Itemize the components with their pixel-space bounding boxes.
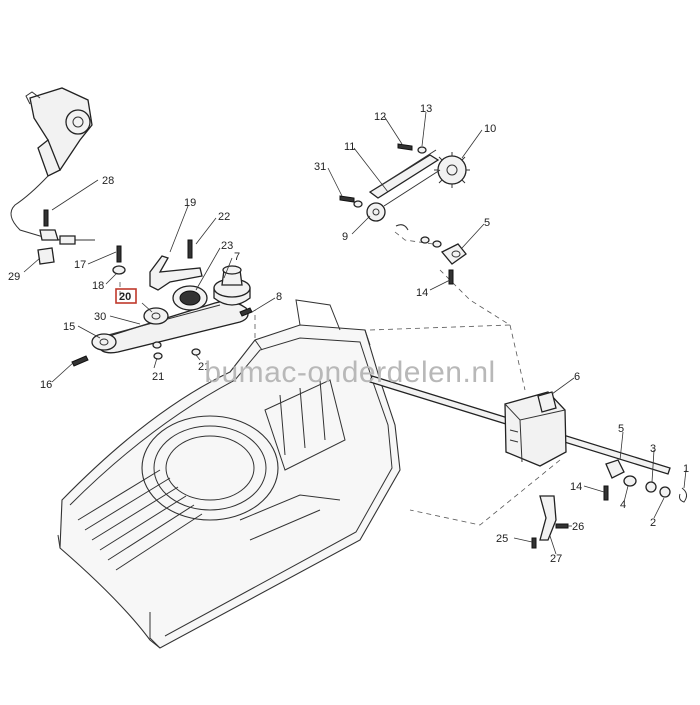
bolt-31: [339, 195, 355, 203]
label-20: 20: [119, 291, 131, 303]
label-14-upper: 14: [416, 287, 428, 299]
spacer-18: [112, 265, 126, 275]
label-29: 29: [8, 271, 20, 283]
part-labels: 28 29 19 22 23 7 8 17 18 20 30 15 16 21 …: [8, 103, 689, 565]
washers-21: [152, 341, 201, 360]
label-31: 31: [314, 161, 326, 173]
washer-4: [623, 475, 637, 487]
label-10: 10: [484, 123, 496, 135]
leader-lines: [23, 111, 687, 555]
label-1: 1: [683, 463, 689, 475]
bolt-12: [397, 143, 413, 151]
tension-arm-19: [149, 255, 203, 291]
label-3: 3: [650, 443, 656, 455]
label-21-left: 21: [152, 371, 164, 383]
label-25: 25: [496, 533, 508, 545]
drive-cable: [10, 175, 95, 245]
label-2: 2: [650, 517, 656, 529]
label-27: 27: [550, 553, 562, 565]
screw-16: [71, 355, 89, 367]
mower-deck: [57, 299, 401, 649]
pulley-20: [143, 307, 169, 325]
label-26: 26: [572, 521, 584, 533]
label-4: 4: [620, 499, 626, 511]
bolt-22: [187, 239, 193, 259]
screw-25: [531, 537, 537, 549]
label-7: 7: [234, 251, 240, 263]
gear-pulley-23: [172, 285, 208, 311]
label-5-lower: 5: [618, 423, 624, 435]
bolt-28: [43, 209, 49, 227]
label-21-right: 21: [198, 361, 210, 373]
bushing-5-upper: [440, 243, 467, 265]
label-19: 19: [184, 197, 196, 209]
bracket-27: [539, 495, 557, 541]
label-17: 17: [74, 259, 86, 271]
pulley-15: [91, 333, 117, 351]
engine-pulley-7: [213, 265, 251, 306]
circlip-1: [679, 487, 688, 503]
label-28: 28: [102, 175, 114, 187]
label-8: 8: [276, 291, 282, 303]
label-6: 6: [574, 371, 580, 383]
highlight-box: [115, 288, 137, 304]
label-12: 12: [374, 111, 386, 123]
label-9: 9: [342, 231, 348, 243]
washers-row: [353, 200, 442, 248]
bushing-5-lower: [605, 459, 625, 479]
screw-14-upper: [448, 269, 454, 285]
label-30: 30: [94, 311, 106, 323]
label-23: 23: [221, 240, 233, 252]
label-13: 13: [420, 103, 432, 115]
washer-2: [659, 486, 671, 498]
label-18: 18: [92, 280, 104, 292]
drive-belt-30: [95, 300, 249, 354]
screw-14-lower: [603, 485, 609, 501]
sprocket-10: [434, 152, 470, 188]
label-14-lower: 14: [570, 481, 582, 493]
washer-3: [645, 481, 657, 493]
label-16: 16: [40, 379, 52, 391]
cable-bracket-29: [37, 247, 55, 265]
watermark-text: bumac-onderdelen.nl: [204, 356, 495, 389]
washer-13: [417, 146, 427, 154]
label-5-upper: 5: [484, 217, 490, 229]
gearbox-6: [504, 391, 567, 467]
label-11: 11: [344, 141, 355, 153]
sprocket-9: [366, 202, 386, 222]
label-15: 15: [63, 321, 75, 333]
label-22: 22: [218, 211, 230, 223]
bolt-26: [555, 523, 569, 529]
handle-lever-assembly: [25, 87, 93, 177]
chain-11: [368, 149, 441, 207]
bolt-17: [116, 245, 122, 263]
